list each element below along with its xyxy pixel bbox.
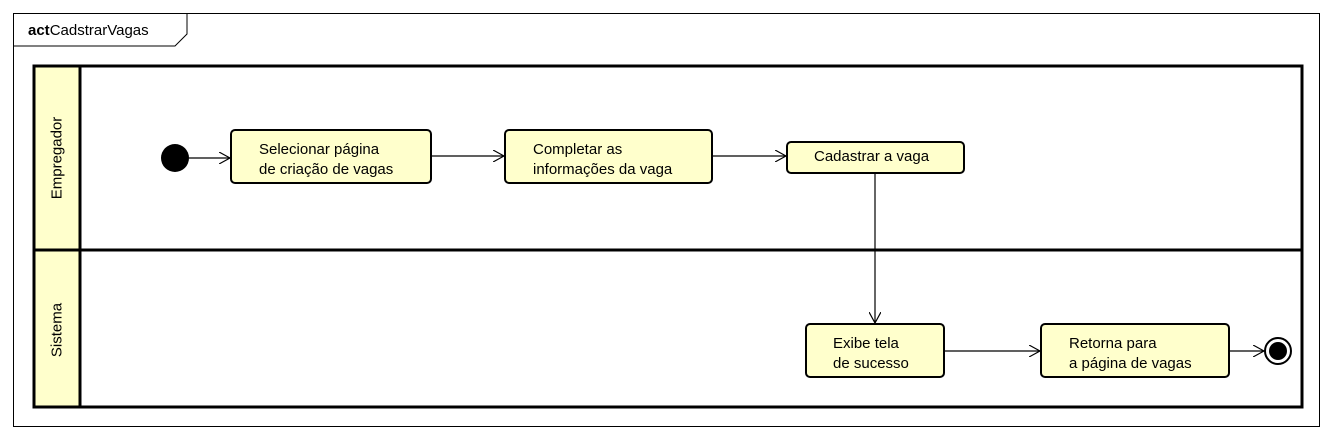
lane-label-sistema: Sistema xyxy=(48,302,66,358)
action-selecionar-pagina: Selecionar página de criação de vagas xyxy=(230,129,432,184)
final-node xyxy=(1264,337,1292,365)
swimlane-container xyxy=(32,64,1304,409)
lane-header-empregador xyxy=(34,66,80,250)
action-exibe-tela-sucesso: Exibe tela de sucesso xyxy=(805,323,945,378)
action-cadastrar-vaga: Cadastrar a vaga xyxy=(786,141,965,174)
frame-keyword: act xyxy=(28,22,50,39)
frame-title: actCadstrarVagas xyxy=(28,22,149,39)
activity-frame xyxy=(13,13,1320,427)
lane-header-sistema xyxy=(34,250,80,407)
action-retorna-pagina-vagas: Retorna para a página de vagas xyxy=(1040,323,1230,378)
initial-node xyxy=(161,144,189,172)
frame-name: CadstrarVagas xyxy=(49,22,149,39)
action-completar-informacoes: Completar as informações da vaga xyxy=(504,129,713,184)
lane-label-empregador: Empregador xyxy=(48,116,66,200)
